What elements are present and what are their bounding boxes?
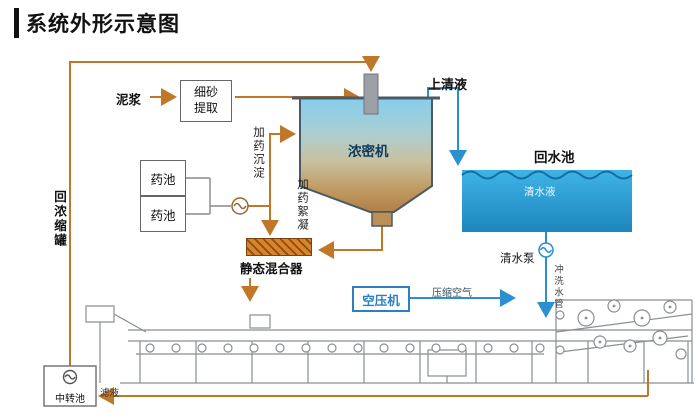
transfer-pump-icon bbox=[62, 369, 78, 385]
label-compressed-air: 压缩空气 bbox=[432, 288, 472, 299]
label-clear-water-pump: 清水泵 bbox=[500, 253, 535, 265]
clear-water-pump-icon bbox=[538, 242, 554, 258]
dosing-pump-icon bbox=[231, 197, 249, 215]
dosing-connectors bbox=[186, 177, 231, 215]
label-return-pool: 回水池 bbox=[534, 150, 575, 165]
label-return-thickener-line: 回浓缩罐 bbox=[52, 190, 66, 248]
label-dosing-sedimentation: 加药沉淀 bbox=[252, 126, 264, 180]
fine-sand-label: 细砂提取 bbox=[194, 85, 219, 115]
title-text: 系统外形示意图 bbox=[26, 13, 180, 36]
fine-sand-extraction-box: 细砂提取 bbox=[180, 80, 232, 122]
label-clear-water: 清水液 bbox=[524, 186, 556, 198]
chemical-pool-label-1: 药池 bbox=[150, 172, 176, 187]
chemical-pool-box-1: 药池 bbox=[140, 160, 186, 196]
feed-inlet-pipe bbox=[363, 73, 379, 115]
label-thickener: 浓密机 bbox=[348, 144, 389, 159]
label-dosing-flocculation: 加药絮凝 bbox=[296, 178, 308, 232]
label-supernatant: 上清液 bbox=[428, 77, 468, 92]
label-transfer-pool: 中转池 bbox=[55, 394, 85, 405]
return-water-pool bbox=[461, 170, 633, 232]
page-title: 系统外形示意图 bbox=[14, 8, 180, 38]
transfer-pool-box bbox=[43, 365, 97, 407]
air-compressor-box: 空压机 bbox=[352, 286, 410, 312]
label-static-mixer: 静态混合器 bbox=[240, 262, 303, 276]
air-compressor-label: 空压机 bbox=[362, 293, 400, 308]
label-mud: 泥浆 bbox=[116, 93, 142, 107]
static-mixer-element bbox=[246, 238, 312, 256]
belt-filter-press bbox=[85, 299, 694, 384]
slurry-pipes bbox=[69, 56, 649, 396]
chemical-pool-label-2: 药池 bbox=[150, 208, 176, 223]
thickener-tank bbox=[292, 73, 440, 227]
label-filtrate: 滤液 bbox=[100, 388, 120, 399]
label-flush-pipe: 冲洗水管 bbox=[552, 264, 563, 310]
chemical-pool-box-2: 药池 bbox=[140, 196, 186, 232]
